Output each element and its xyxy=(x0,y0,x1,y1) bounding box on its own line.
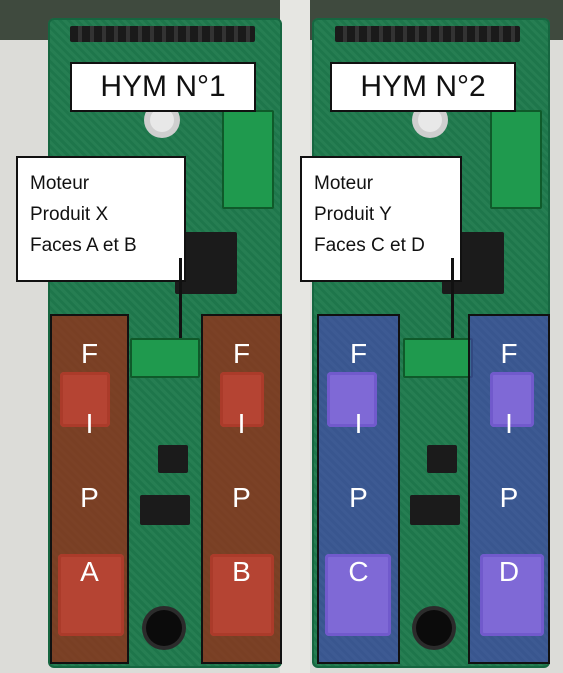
board-hole-2 xyxy=(416,610,452,646)
mount-hole-1 xyxy=(150,108,174,132)
note-box-2: Moteur Produit Y Faces C et D xyxy=(300,156,462,282)
panel-left-board-1: F I P A xyxy=(50,314,129,664)
note-line: Produit Y xyxy=(314,204,392,225)
panel-letter: P xyxy=(80,482,99,513)
pin-header-1 xyxy=(70,26,255,42)
arrow-1-line xyxy=(179,258,182,356)
note-line: Faces C et D xyxy=(314,235,425,256)
note-line: Produit X xyxy=(30,204,109,225)
panel-letter: F xyxy=(349,338,368,369)
panel-letter: I xyxy=(85,408,94,439)
background-gap xyxy=(280,0,310,673)
ic-4 xyxy=(410,495,460,525)
panel-letter: C xyxy=(348,556,369,587)
motor-terminal-1 xyxy=(130,338,200,378)
terminal-block-1 xyxy=(222,110,274,209)
panel-letter: D xyxy=(498,556,520,587)
panel-right-board-1: F I P B xyxy=(201,314,282,664)
panel-letter: I xyxy=(237,408,246,439)
note-line: Moteur xyxy=(314,173,374,194)
panel-letter: P xyxy=(499,482,519,513)
ic-1 xyxy=(158,445,188,473)
mount-hole-2 xyxy=(418,108,442,132)
pin-header-2 xyxy=(335,26,520,42)
panel-right-board-2: F I P D xyxy=(468,314,550,664)
board-2-title: HYM N°2 xyxy=(330,62,516,112)
panel-letter: B xyxy=(232,556,251,587)
note-line: Moteur xyxy=(30,173,90,194)
panel-letter: F xyxy=(500,338,518,369)
panel-letter: P xyxy=(232,482,251,513)
note-box-1: Moteur Produit X Faces A et B xyxy=(16,156,186,282)
board-hole-1 xyxy=(146,610,182,646)
panel-letter: P xyxy=(349,482,368,513)
panel-letter: F xyxy=(80,338,99,369)
board-1-title: HYM N°1 xyxy=(70,62,256,112)
panel-left-board-2: F I P C xyxy=(317,314,400,664)
ic-3 xyxy=(427,445,457,473)
panel-letter: F xyxy=(232,338,251,369)
terminal-block-2 xyxy=(490,110,542,209)
motor-terminal-2 xyxy=(403,338,473,378)
panel-letter: I xyxy=(354,408,363,439)
panel-letter: A xyxy=(80,556,99,587)
panel-letter: I xyxy=(505,408,513,439)
note-line: Faces A et B xyxy=(30,235,137,256)
arrow-2-line xyxy=(451,258,454,356)
ic-2 xyxy=(140,495,190,525)
